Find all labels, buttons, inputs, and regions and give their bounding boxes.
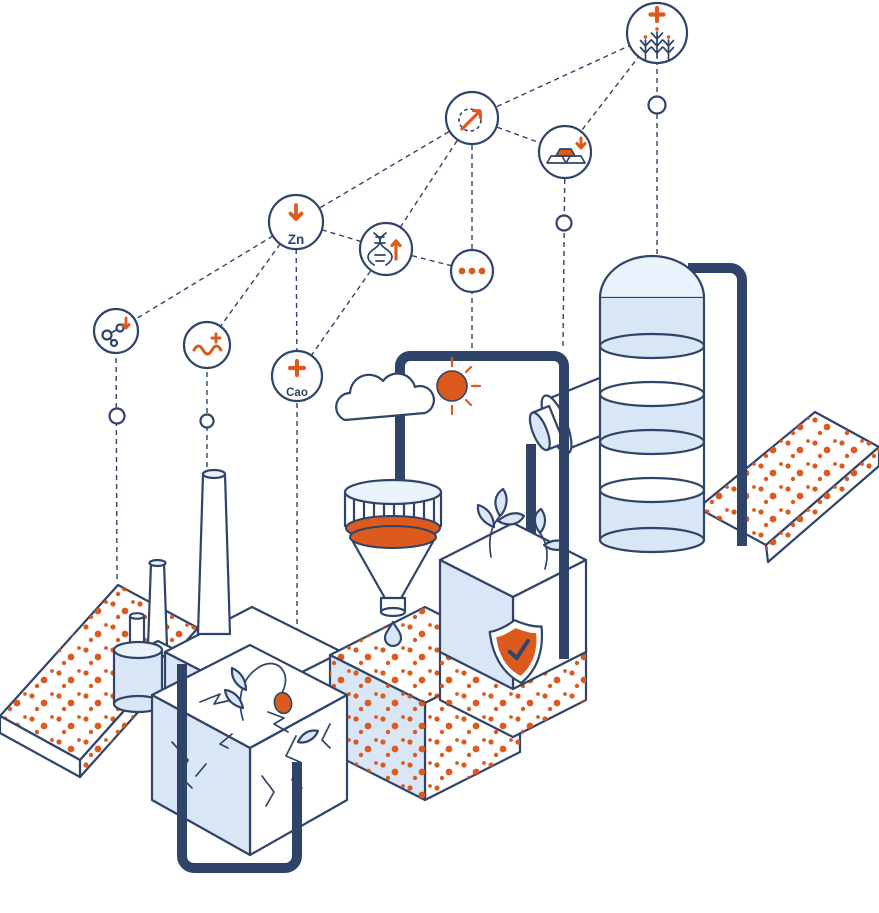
network-links [115,32,658,664]
badge-cao: Cao [270,349,324,403]
badge-organic [182,320,232,370]
connector-node [555,214,573,232]
main-pipe [395,351,550,486]
funnel-filter [343,478,443,648]
check-icon [507,638,530,661]
soil-block-cracked [150,643,349,857]
connector-node [199,413,215,429]
gold-bars-down-arrow-icon [546,136,587,164]
badge-dna [358,221,414,277]
badge-molecule [92,307,140,355]
down-arrow-icon [288,203,304,221]
filter-stripes [352,495,436,523]
network-nodes [108,95,667,429]
tank-pipe [688,263,747,546]
ellipsis-icon [458,267,486,275]
shield-check [488,619,544,684]
zinc-label: Zn [288,232,305,247]
right-soil-mound [696,410,879,564]
frame-pipe [177,664,302,873]
dashed-links [115,32,658,664]
badge-wheat [625,1,689,65]
badge-circle [182,320,232,370]
connector-node [108,407,126,425]
sun [436,356,482,416]
main-pipe-drop [548,351,569,659]
wilted-plant [223,662,320,744]
dna-up-arrow-icon [367,232,402,266]
water-droplet [383,620,403,648]
badge-circle [267,193,325,251]
plus-icon [287,358,307,378]
badge-minerals [537,124,593,180]
tank-dome [598,254,706,300]
recycle-up-arrow-icon [458,108,483,132]
small-chimney [146,561,169,648]
molecule-down-arrow-icon [101,316,131,348]
small-storage-tank [112,612,164,714]
wilted-flower [273,691,293,715]
cao-label: Cao [286,387,308,399]
sun-rays [450,356,482,416]
storage-tank [598,254,706,554]
badge-zinc: Zn [267,193,325,251]
connector-node [647,95,667,115]
cloud [335,372,436,422]
wheat-plus-icon [639,5,675,60]
cylinder-cap [528,411,551,452]
badge-more [449,248,495,294]
big-chimney [196,472,232,636]
badge-cycle [444,90,500,146]
wave-plus-icon [192,332,223,356]
